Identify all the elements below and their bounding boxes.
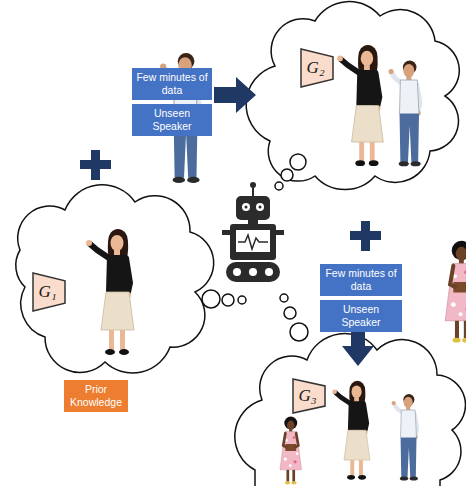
robot-icon	[222, 182, 284, 282]
woman-figure	[337, 45, 383, 166]
text-box: Unseen Speaker	[320, 300, 402, 332]
generator-label: G₃	[298, 386, 316, 406]
generator-trapezoid: G₂	[300, 48, 334, 88]
woman-figure	[332, 381, 370, 480]
girl-figure	[445, 241, 466, 343]
text-box: Few minutes of data	[132, 68, 212, 100]
box-label: Prior Knowledge	[67, 383, 125, 408]
box-label: Few minutes of data	[135, 71, 209, 96]
block-arrow	[214, 77, 256, 113]
box-label: Unseen Speaker	[323, 303, 399, 328]
thought-cloud	[235, 334, 466, 486]
generator-label: G₁	[38, 282, 56, 302]
block-arrow	[342, 328, 374, 366]
thought-cloud	[16, 185, 214, 373]
text-box: Few minutes of data	[320, 264, 402, 296]
text-box: Prior Knowledge	[64, 380, 128, 412]
girl-figure	[280, 417, 302, 485]
generator-trapezoid: G₃	[292, 378, 326, 414]
generator-label: G₂	[306, 58, 324, 78]
woman-figure	[86, 229, 134, 355]
boy-figure	[392, 394, 418, 481]
thought-bubbles	[202, 154, 308, 341]
plus-sign	[350, 221, 381, 251]
text-box: Unseen Speaker	[132, 104, 212, 136]
plus-sign	[80, 150, 111, 180]
box-label: Few minutes of data	[323, 267, 399, 292]
thought-cloud	[246, 2, 459, 190]
boy-figure	[389, 61, 421, 167]
box-label: Unseen Speaker	[135, 107, 209, 132]
generator-trapezoid: G₁	[32, 272, 66, 312]
